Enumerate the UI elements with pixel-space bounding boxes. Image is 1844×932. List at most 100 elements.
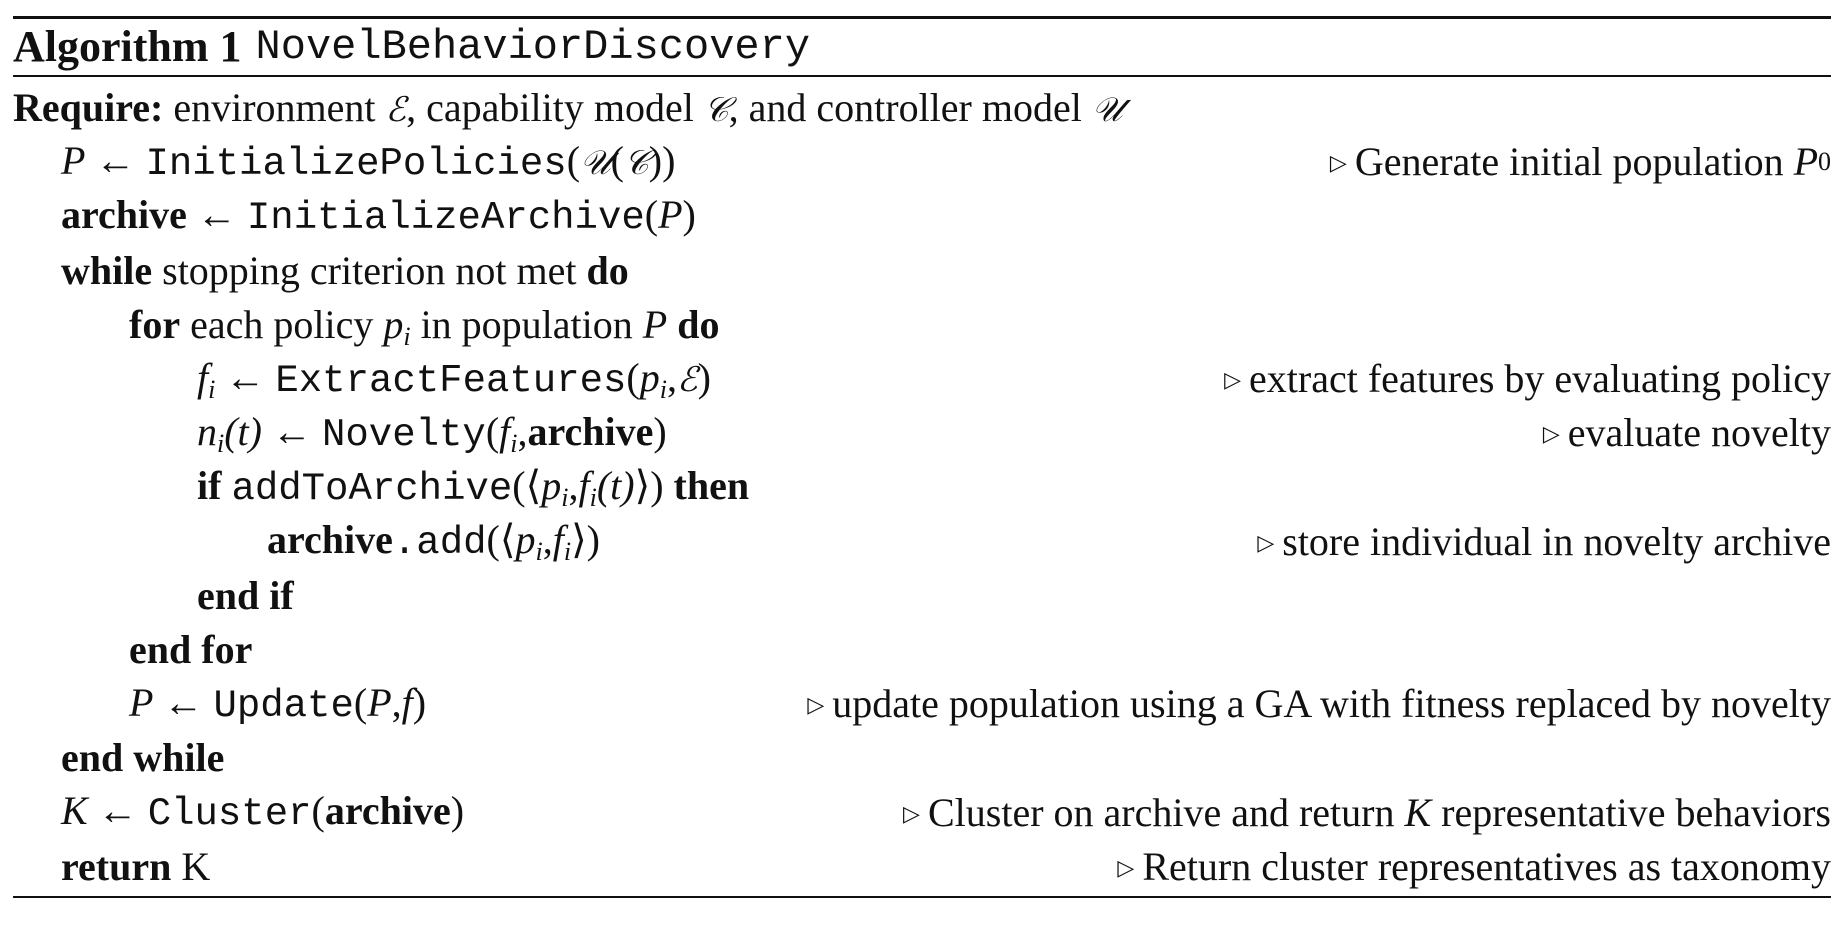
top-rule: [13, 16, 1831, 19]
paren: ): [450, 788, 465, 834]
archive-keyword: archive: [267, 517, 393, 563]
line-update: P ← Update(P,f) ▷ update population usin…: [13, 677, 1831, 731]
comma: ,: [568, 462, 579, 508]
func-update: Update: [213, 683, 354, 728]
bottom-rule: [13, 895, 1831, 898]
var-p: P: [61, 137, 86, 183]
algorithm-block: Algorithm 1 NovelBehaviorDiscovery Requi…: [13, 16, 1831, 898]
var-f: f: [197, 354, 209, 400]
comment-text: Return cluster representatives as taxono…: [1142, 843, 1831, 889]
paren: (⟨: [512, 462, 542, 508]
require-line: Require: environment ℰ, capability model…: [13, 81, 1831, 135]
comma: ,: [391, 679, 402, 725]
comment-marker: ▷: [807, 692, 825, 718]
paren: ⟩): [571, 517, 600, 563]
algorithm-label: Algorithm 1: [13, 22, 242, 71]
var-p: P: [129, 679, 154, 725]
while-keyword: while: [61, 247, 153, 293]
method-add: .add: [392, 521, 487, 566]
for-text: in population: [420, 301, 633, 347]
paren: (: [644, 191, 659, 237]
comment-marker: ▷: [1542, 421, 1560, 447]
comment-text: extract features by evaluating policy: [1249, 356, 1831, 402]
env-symbol: ℰ: [385, 90, 407, 131]
algorithm-caption: Algorithm 1 NovelBehaviorDiscovery: [13, 19, 1831, 75]
func-novelty: Novelty: [322, 412, 486, 457]
func-cluster: Cluster: [147, 792, 312, 837]
end-for-keyword: end for: [129, 626, 253, 672]
line-initialize-archive: archive ← InitializeArchive(P): [13, 189, 1831, 243]
paren: (: [311, 788, 325, 834]
comment-evaluate-novelty: ▷ evaluate novelty: [1543, 406, 1831, 460]
while-condition: stopping criterion not met: [162, 247, 577, 293]
var-p: P: [367, 679, 392, 725]
comma: ,: [666, 354, 677, 400]
if-keyword: if: [197, 462, 222, 508]
line-end-while: end while: [13, 731, 1831, 785]
line-end-for: end for: [13, 623, 1831, 677]
comment-cluster: ▷ Cluster on archive and return K repres…: [903, 785, 1831, 839]
comment-marker: ▷: [1224, 367, 1242, 393]
do-keyword: do: [677, 301, 720, 347]
comment-marker: ▷: [1329, 150, 1347, 176]
func-initialize-policies: InitializePolicies: [145, 141, 567, 186]
line-archive-add: archive.add(⟨pi,fi⟩) ▷ store individual …: [13, 515, 1831, 569]
var-p: P: [1793, 139, 1818, 185]
paren: (: [353, 679, 368, 725]
line-cluster: K ← Cluster(archive) ▷ Cluster on archiv…: [13, 785, 1831, 839]
cap-symbol: 𝒞: [623, 142, 649, 183]
var-p: p: [639, 354, 660, 400]
var-f: f: [401, 679, 413, 725]
paren: ): [697, 354, 711, 400]
require-text-b: , capability model: [406, 85, 694, 131]
assign-arrow: ←: [225, 354, 266, 400]
assign-arrow: ←: [95, 137, 136, 183]
comment-update-population: ▷ update population using a GA with fitn…: [807, 677, 1831, 731]
comment-return: ▷ Return cluster representatives as taxo…: [1117, 840, 1831, 894]
archive-keyword: archive: [324, 788, 451, 834]
cap-symbol: 𝒞: [703, 90, 729, 131]
do-keyword: do: [586, 247, 629, 293]
subscript: i: [510, 428, 518, 458]
var-n: n: [197, 408, 217, 454]
comment-store-individual: ▷ store individual in novelty archive: [1257, 515, 1831, 569]
paren: )): [648, 137, 676, 183]
then-keyword: then: [673, 462, 750, 508]
for-keyword: for: [129, 301, 181, 347]
comment-marker: ▷: [1257, 529, 1275, 555]
env-symbol: ℰ: [676, 359, 698, 400]
func-extract-features: ExtractFeatures: [275, 358, 627, 403]
line-return: return K ▷ Return cluster representative…: [13, 840, 1831, 894]
comment-text: representative behaviors: [1441, 789, 1831, 835]
var-p: p: [541, 462, 562, 508]
comment-text: Generate initial population: [1354, 139, 1784, 185]
comment-text: update population using a GA with fitnes…: [832, 681, 1831, 727]
paren: (: [626, 354, 640, 400]
var-p: p: [383, 301, 404, 347]
var-p: P: [642, 301, 668, 347]
line-end-if: end if: [13, 569, 1831, 623]
algorithm-name: NovelBehaviorDiscovery: [255, 23, 811, 71]
subscript: i: [535, 537, 543, 567]
var-p: p: [515, 517, 536, 563]
line-initialize-policies: P ← InitializePolicies(𝒰(𝒞)) ▷ Generate …: [13, 135, 1831, 189]
subscript: i: [217, 428, 225, 458]
var-k: K: [61, 788, 88, 834]
subscript: i: [208, 374, 216, 404]
func-initialize-archive: InitializeArchive: [246, 195, 645, 240]
paren: ): [412, 679, 427, 725]
var-k: K: [1404, 789, 1432, 835]
comment-text: evaluate novelty: [1567, 410, 1831, 456]
for-text: each policy: [190, 301, 374, 347]
require-text-c: , and controller model: [728, 85, 1082, 131]
line-while: while stopping criterion not met do: [13, 244, 1831, 298]
paren: ⟩): [634, 462, 664, 508]
caption-rule: [13, 75, 1831, 77]
paren: ): [653, 408, 667, 454]
assign-arrow: ←: [272, 408, 312, 454]
return-value: K: [181, 843, 211, 889]
line-if: if addToArchive(⟨pi,fi(t)⟩) then: [13, 460, 1831, 514]
line-extract-features: fi ← ExtractFeatures(pi,ℰ) ▷ extract fea…: [13, 352, 1831, 406]
return-keyword: return: [61, 843, 172, 889]
